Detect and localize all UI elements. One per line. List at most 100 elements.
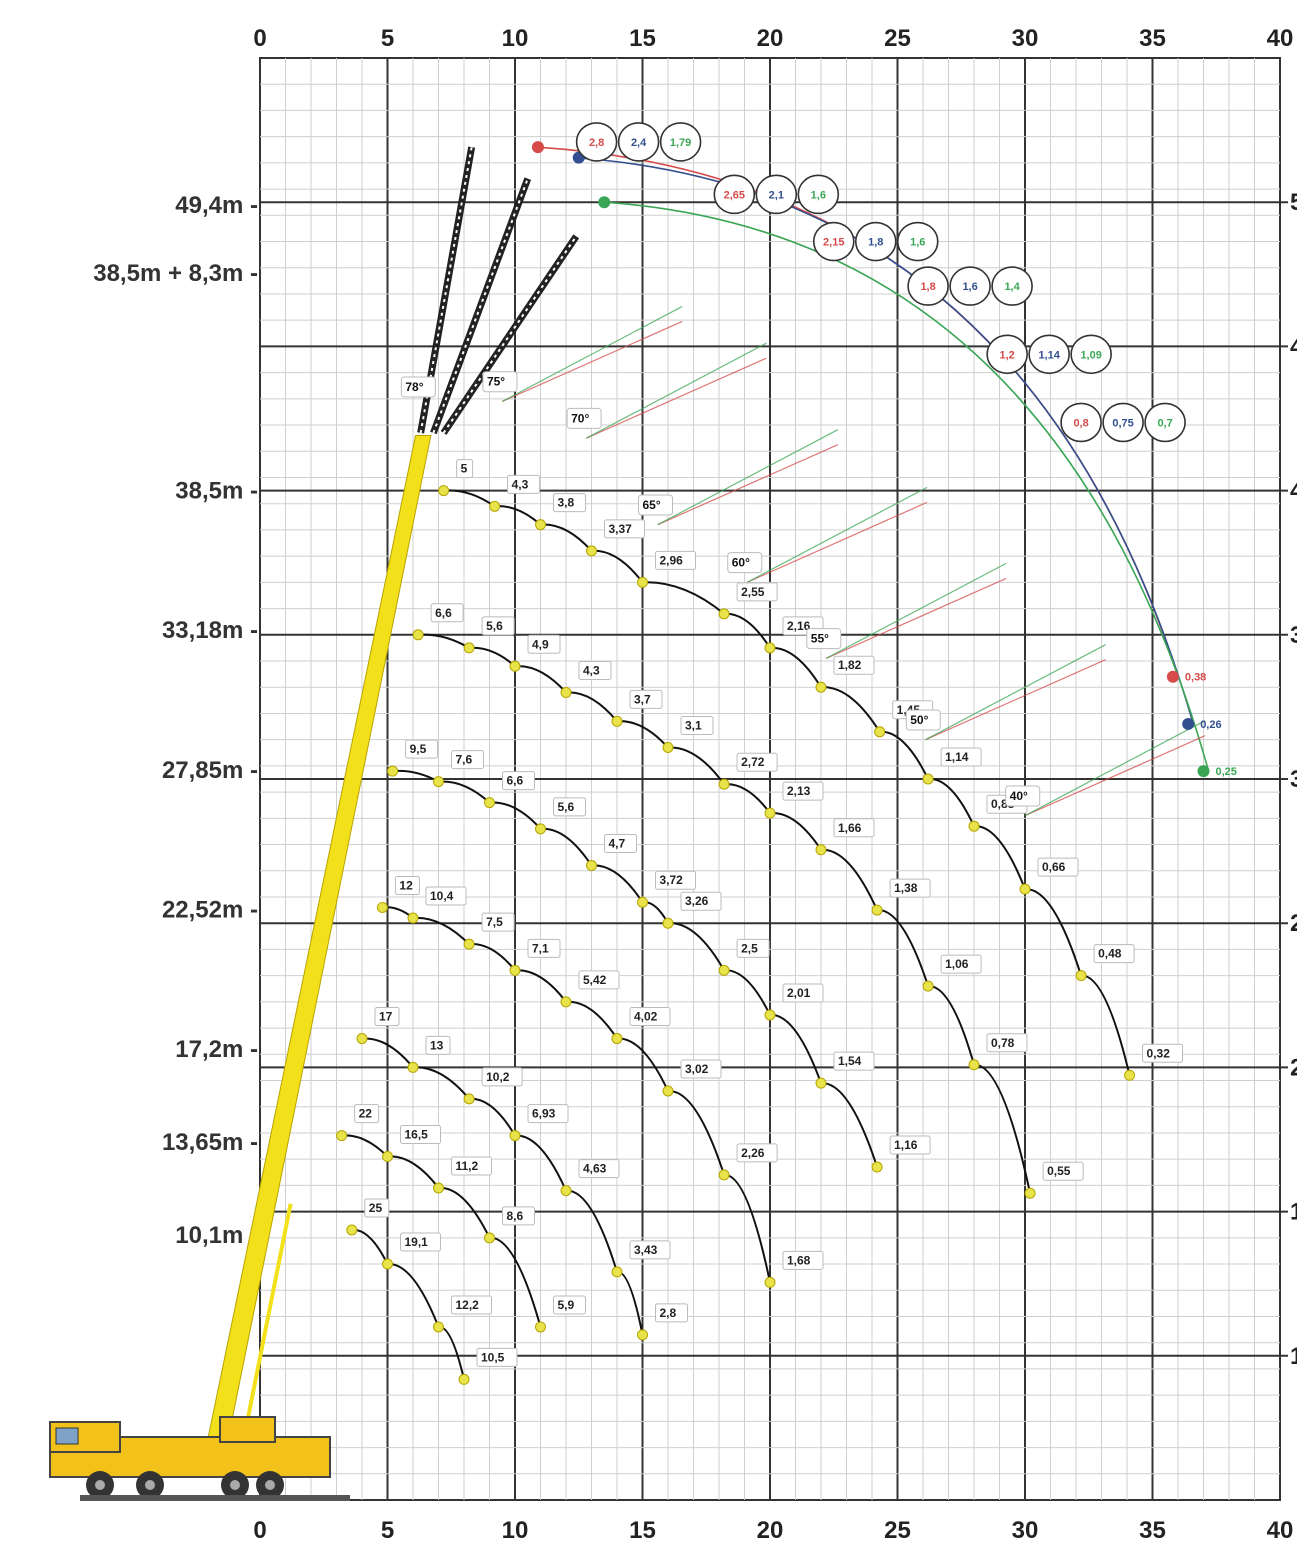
- capacity-label: 1,14: [945, 750, 969, 764]
- jib-capacity-circle: [907, 266, 949, 306]
- capacity-label: 2,16: [787, 619, 811, 633]
- x-tick-label-bottom: 20: [757, 1517, 784, 1544]
- jib-fan-line: [925, 659, 1106, 741]
- truck-window: [55, 1427, 79, 1445]
- capacity-label: 3,37: [609, 522, 633, 536]
- capacity-label-box: [430, 603, 464, 623]
- capacity-label-box: [889, 878, 931, 898]
- x-tick-label-top: 25: [884, 25, 911, 52]
- capacity-label: 9,5: [410, 742, 427, 756]
- x-tick-label-top: 30: [1012, 25, 1039, 52]
- jib-capacity-value: 1,14: [1038, 349, 1060, 361]
- capacity-label-box: [680, 891, 722, 911]
- x-tick-label-bottom: 5: [381, 1517, 394, 1544]
- capacity-label-box: [940, 954, 982, 974]
- load-point: [509, 1130, 521, 1142]
- load-point: [438, 485, 450, 497]
- capacity-label: 19,1: [405, 1235, 429, 1249]
- jib-envelope: [604, 201, 1210, 772]
- angle-label: 78°: [405, 380, 423, 394]
- jib-capacity-value: 1,6: [811, 189, 826, 201]
- angle-label: 60°: [732, 556, 750, 570]
- capacity-label-box: [889, 1135, 931, 1155]
- capacity-label: 4,3: [583, 663, 600, 677]
- load-point: [387, 765, 399, 777]
- load-point: [382, 1258, 393, 1270]
- capacity-label: 2,8: [660, 1306, 677, 1320]
- capacity-label: 7,1: [532, 941, 549, 955]
- jib-end-point: [1197, 765, 1210, 778]
- capacity-label-box: [374, 1007, 400, 1027]
- jib-capacity-value: 0,8: [1073, 417, 1088, 429]
- x-tick-label-bottom: 15: [629, 1517, 656, 1544]
- load-point: [407, 1061, 419, 1073]
- jib-envelope: [573, 156, 1195, 725]
- x-tick-label-bottom: 25: [884, 1517, 911, 1544]
- angle-label: 70°: [571, 411, 589, 425]
- capacity-label: 3,02: [685, 1062, 709, 1076]
- jib-capacity-value: 2,8: [589, 137, 604, 149]
- jib-capacity-value: 2,65: [724, 189, 745, 201]
- jib-fan-line: [586, 357, 767, 439]
- capacity-label-box: [986, 1033, 1028, 1053]
- capacity-label: 4,7: [609, 837, 626, 851]
- x-tick-label-top: 10: [502, 25, 529, 52]
- capacity-label: 6,6: [507, 774, 524, 788]
- y-tick-label-right: 3: [1290, 766, 1297, 793]
- boom-height-label: 22,52m -: [162, 897, 258, 924]
- x-tick-label-top: 0: [253, 25, 266, 52]
- capacity-label-box: [655, 550, 696, 570]
- jib-fan-line: [925, 644, 1106, 741]
- load-point: [458, 1373, 470, 1385]
- load-point: [922, 980, 934, 992]
- load-point: [1124, 1069, 1136, 1081]
- angle-label: 65°: [643, 498, 661, 512]
- angle-label-box: [566, 407, 602, 429]
- capacity-label-box: [1142, 1043, 1184, 1063]
- jib-capacity-circle: [1144, 402, 1186, 443]
- load-point: [637, 896, 648, 908]
- capacity-label-box: [736, 752, 778, 772]
- load-curves: [336, 485, 1136, 1385]
- truck-hub: [145, 1480, 155, 1490]
- capacity-label-box: [578, 1159, 620, 1179]
- y-tick-label-right: 4: [1290, 478, 1297, 505]
- angle-label-box: [638, 494, 673, 516]
- capacity-label: 0,32: [1147, 1046, 1171, 1060]
- capacity-label: 2,72: [741, 755, 765, 769]
- y-tick-label-right: 2: [1290, 1054, 1297, 1081]
- capacity-label: 0,48: [1098, 947, 1122, 961]
- jib-capacity-circle: [797, 174, 840, 215]
- load-point: [1024, 1187, 1036, 1199]
- capacity-label-box: [578, 660, 612, 680]
- capacity-label-box: [655, 1303, 688, 1323]
- load-point: [463, 938, 475, 950]
- capacity-label: 5,6: [558, 800, 575, 814]
- capacity-label-box: [553, 1295, 586, 1315]
- jib-hub-point: [598, 196, 611, 209]
- jib-capacity-circle: [713, 174, 756, 215]
- jib-fan-line: [746, 486, 928, 583]
- capacity-label: 6,93: [532, 1107, 556, 1121]
- capacity-label: 4,02: [634, 1010, 658, 1024]
- angle-label-box: [905, 709, 941, 731]
- load-curve: [351, 1228, 465, 1380]
- capacity-label: 6,6: [435, 606, 452, 620]
- capacity-label: 3,7: [634, 692, 651, 706]
- load-point: [637, 1329, 648, 1341]
- capacity-label: 11,2: [456, 1159, 479, 1173]
- boom-height-label: 13,65m -: [162, 1129, 258, 1156]
- capacity-label-box: [507, 474, 541, 494]
- jib-fan-line: [657, 444, 839, 526]
- capacity-label-box: [833, 655, 875, 675]
- jib-fan-line: [657, 429, 839, 526]
- capacity-label-box: [394, 875, 420, 895]
- capacity-label-box: [527, 1104, 569, 1124]
- load-point: [874, 726, 886, 738]
- capacity-label-box: [502, 1206, 535, 1226]
- load-point: [433, 1182, 444, 1194]
- boom-height-label: 38,5m + 8,3m -: [93, 260, 258, 287]
- load-point: [968, 820, 980, 832]
- load-point: [764, 1276, 776, 1288]
- capacity-label-box: [604, 519, 645, 539]
